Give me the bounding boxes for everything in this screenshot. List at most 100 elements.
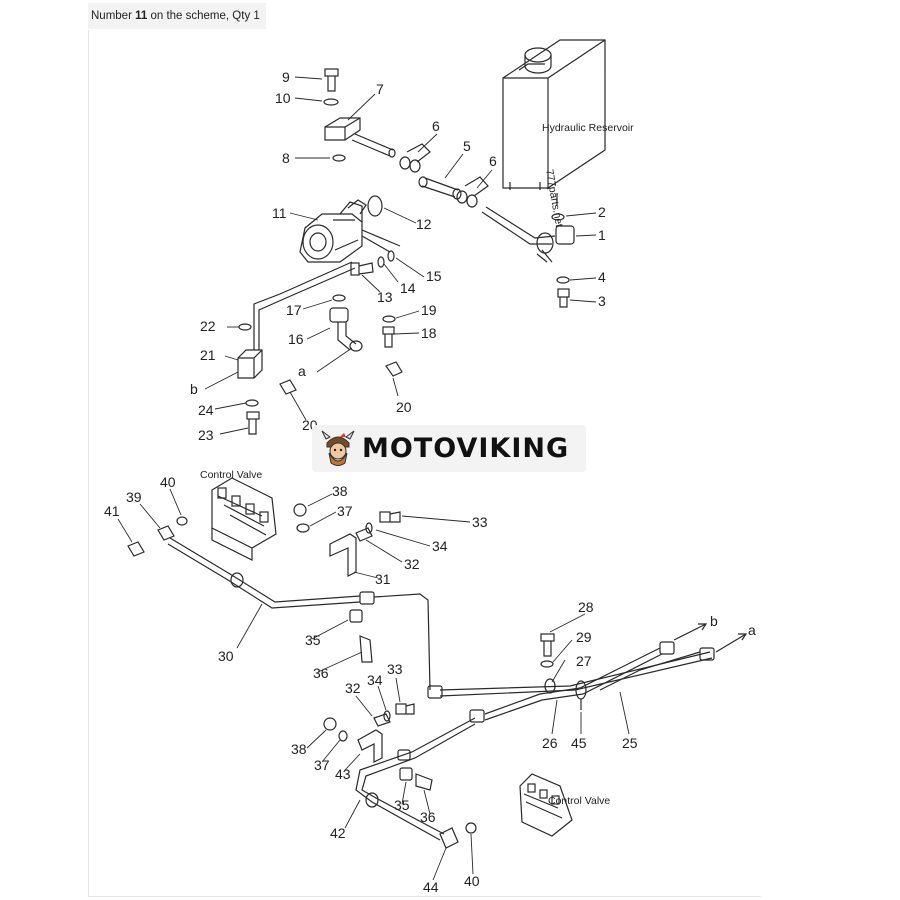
callout-11: 11 (272, 205, 287, 221)
bolt-18 (382, 326, 395, 348)
plate-32b (373, 713, 391, 727)
callout-43: 43 (335, 766, 351, 782)
hose-end-left (427, 685, 443, 699)
caption-prefix: Number (91, 10, 136, 22)
hydraulic-reservoir (502, 39, 606, 190)
callout-35-lower: 35 (394, 797, 410, 813)
hose-end-middle (469, 709, 485, 723)
callout-38-lower: 38 (291, 741, 307, 757)
callout-8: 8 (282, 150, 290, 166)
o-ring-17 (332, 294, 346, 302)
tube-30 (167, 537, 431, 691)
clamp-pair-6a (399, 143, 431, 173)
o-ring-12 (367, 195, 383, 217)
control-valve-right-label: Control Valve (548, 795, 610, 807)
diagram-sheet (88, 30, 761, 897)
callout-9: 9 (282, 69, 290, 85)
viking-logo-icon (321, 430, 355, 466)
control-valve-right (519, 773, 573, 837)
callout-40-lower: 40 (464, 873, 480, 889)
callout-7: 7 (376, 81, 384, 97)
callout-38-upper: 38 (332, 483, 348, 499)
callout-10: 10 (275, 90, 291, 106)
watermark-text: MOTOVIKING (362, 433, 570, 464)
plate-32a (355, 527, 373, 542)
bolt-28 (540, 633, 555, 657)
hose-25 (439, 647, 715, 697)
callout-a-lower: a (748, 622, 756, 638)
bolt-3 (557, 288, 570, 308)
hose-26 (484, 641, 675, 721)
callout-30: 30 (218, 648, 234, 664)
callout-34-lower: 34 (367, 672, 383, 688)
callout-3: 3 (598, 293, 606, 309)
callout-2: 2 (598, 204, 606, 220)
callout-27: 27 (576, 653, 592, 669)
callout-37-lower: 37 (314, 757, 330, 773)
callout-b-upper: b (190, 381, 198, 397)
washer-19 (382, 315, 396, 323)
bolt-13 (350, 262, 374, 276)
callout-34-upper: 34 (432, 538, 448, 554)
callout-31: 31 (375, 571, 391, 587)
callout-32-lower: 32 (345, 680, 361, 696)
o-ring-40a (176, 516, 188, 526)
control-valve-left-label: Control Valve (200, 469, 262, 481)
caption-suffix: on the scheme, Qty 1 (147, 10, 260, 22)
callout-41: 41 (104, 503, 120, 519)
clip-35a (349, 609, 363, 623)
callout-22: 22 (200, 318, 216, 334)
washer-24 (245, 399, 259, 407)
bracket-43 (357, 729, 383, 763)
callout-14: 14 (400, 280, 416, 296)
flange-7 (324, 117, 396, 158)
callout-33-lower: 33 (387, 661, 403, 677)
control-valve-left (211, 477, 277, 561)
bracket-31 (329, 533, 357, 577)
clamp-36b (415, 773, 433, 791)
callout-39: 39 (126, 489, 142, 505)
fitting-39 (157, 525, 175, 541)
callout-17: 17 (286, 302, 302, 318)
washer-4 (556, 276, 570, 284)
tube-42 (355, 717, 476, 841)
plug-20a (279, 379, 297, 395)
washer-15 (387, 250, 395, 262)
washer-37b (338, 730, 348, 742)
callout-36-lower: 36 (420, 809, 436, 825)
callout-24: 24 (198, 402, 214, 418)
callout-16: 16 (288, 331, 304, 347)
callout-18: 18 (421, 325, 437, 341)
o-ring-40b (465, 822, 477, 834)
callout-25: 25 (622, 735, 638, 751)
plug-20b (385, 361, 403, 377)
callout-labels: 9 10 7 8 6 5 6 11 12 2 1 4 3 15 14 13 17… (104, 69, 756, 895)
callout-40-upper: 40 (160, 474, 176, 490)
washer-29 (540, 660, 554, 668)
callout-36-upper: 36 (313, 665, 329, 681)
callout-12: 12 (416, 216, 432, 232)
callout-21: 21 (200, 347, 216, 363)
callout-29: 29 (576, 629, 592, 645)
clamp-27 (544, 678, 556, 694)
callout-15: 15 (426, 268, 442, 284)
caption-number: 11 (135, 10, 148, 22)
o-ring-2 (551, 213, 565, 221)
pump-11 (299, 199, 401, 263)
washer-37a (296, 523, 310, 533)
hydraulic-reservoir-label: Hydraulic Reservoir (542, 122, 634, 134)
callout-6-lower: 6 (489, 153, 497, 169)
callout-44: 44 (423, 879, 439, 895)
nut-38a (293, 503, 307, 517)
reservoir-elbow (481, 206, 575, 263)
callout-b-lower: b (710, 613, 718, 629)
bolt-9 (324, 68, 339, 92)
hose-5 (418, 176, 462, 200)
callout-37-upper: 37 (337, 503, 353, 519)
nut-38b (323, 717, 337, 731)
elbow-16 (329, 307, 363, 352)
callout-20-right: 20 (396, 399, 412, 415)
callout-4: 4 (598, 269, 606, 285)
callout-45: 45 (571, 735, 587, 751)
